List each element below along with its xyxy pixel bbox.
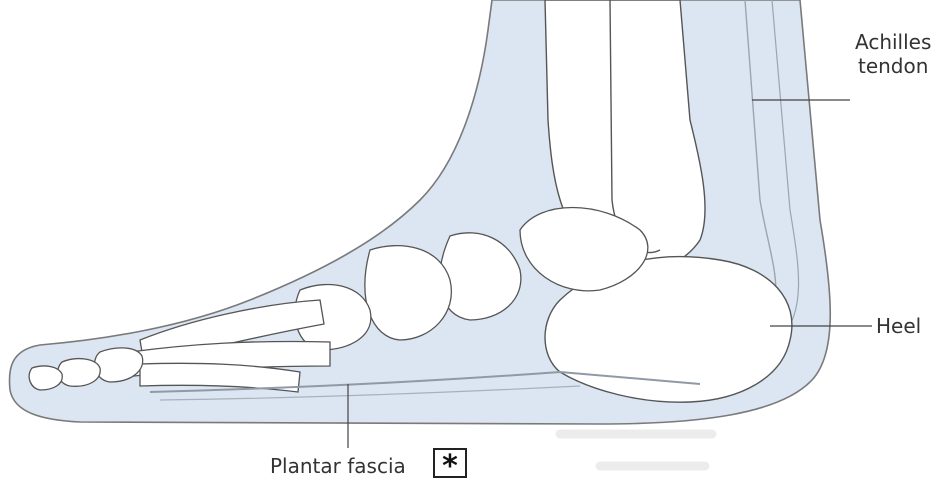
asterisk-marker: * [433,448,467,478]
plantar-fascia-label: Plantar fascia [270,454,406,478]
achilles-label-line1: Achilles [855,30,931,54]
metatarsal-bones [130,300,330,392]
heel-label: Heel [876,314,921,338]
achilles-tendon-label: Achilles tendon [855,30,931,78]
achilles-label-line2: tendon [855,54,931,78]
